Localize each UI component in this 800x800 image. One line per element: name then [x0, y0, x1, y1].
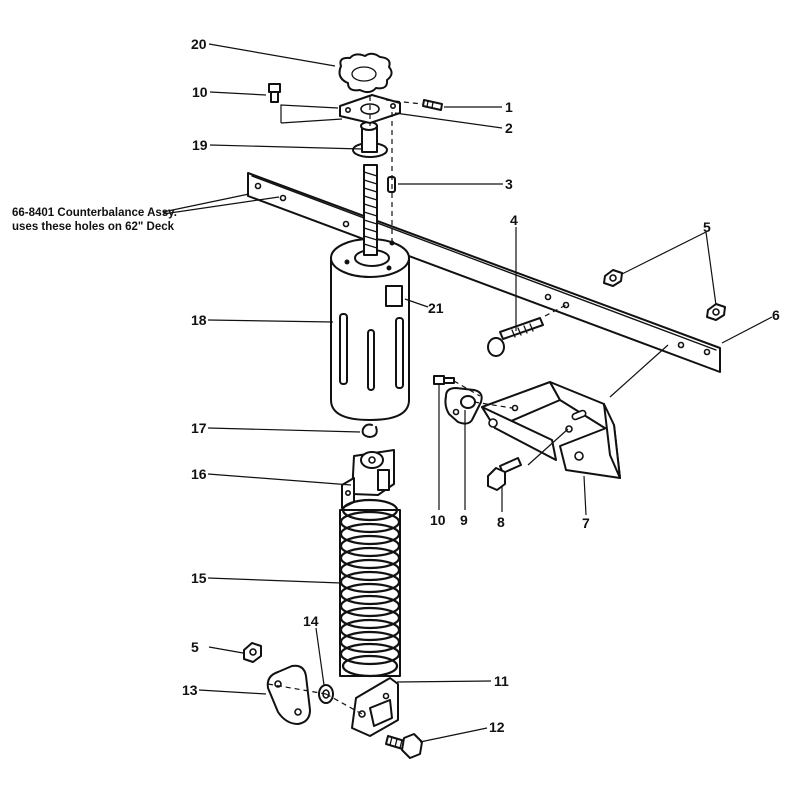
callout-4: 4: [510, 212, 518, 228]
coil-spring-part-15: [339, 498, 401, 678]
callout-15: 15: [191, 570, 207, 586]
counterbalance-tube-part-18: [330, 238, 410, 421]
nut-part-5-bottom: [243, 642, 262, 663]
upper-spring-bracket-part-16: [341, 449, 395, 509]
note-line-2: uses these holes on 62" Deck: [12, 221, 175, 233]
hex-bolt-part-8: [487, 457, 522, 491]
callout-14: 14: [303, 613, 319, 629]
threaded-rod-part-19: [352, 121, 388, 256]
bolt-part-10-side: [433, 375, 455, 385]
callout-17: 17: [191, 420, 207, 436]
callout-5-bottom: 5: [191, 639, 199, 655]
callout-10-side: 10: [430, 512, 446, 528]
callout-labels: 20 10 1 2 19 3 4 5 6 21 18 17 16 10 9 8 …: [182, 36, 780, 735]
callout-2: 2: [505, 120, 513, 136]
callout-7: 7: [582, 515, 590, 531]
callout-21: 21: [428, 300, 444, 316]
callout-12: 12: [489, 719, 505, 735]
callout-5-top: 5: [703, 219, 711, 235]
stud-plate-part-9: [444, 387, 483, 425]
callout-10-top: 10: [192, 84, 208, 100]
mounting-bar-part-6: [247, 172, 721, 373]
callout-3: 3: [505, 176, 513, 192]
leader-lines: [162, 43, 773, 743]
retaining-ring-part-17: [361, 423, 378, 439]
long-bolt-part-4: [487, 317, 544, 357]
assembly-center-lines: [267, 96, 567, 715]
callout-18: 18: [191, 312, 207, 328]
bolt-part-12: [385, 733, 423, 759]
lower-spring-bracket-part-11: [351, 677, 399, 737]
callout-19: 19: [192, 137, 208, 153]
bracket-part-7: [481, 381, 621, 479]
callout-16: 16: [191, 466, 207, 482]
plate-part-13: [266, 664, 311, 725]
star-knob-part-20: [338, 52, 393, 94]
callout-13: 13: [182, 682, 198, 698]
callout-6: 6: [772, 307, 780, 323]
counterbalance-note: 66-8401 Counterbalance Assy. uses these …: [12, 207, 177, 233]
callout-20: 20: [191, 36, 207, 52]
bolt-part-10-top: [268, 83, 281, 103]
nut-part-5-left: [603, 269, 623, 287]
roll-pin-part-1: [422, 99, 443, 111]
callout-8: 8: [497, 514, 505, 530]
callout-9: 9: [460, 512, 468, 528]
callout-1: 1: [505, 99, 513, 115]
callout-11: 11: [494, 673, 509, 689]
note-line-1: 66-8401 Counterbalance Assy.: [12, 207, 177, 219]
nut-part-5-right: [706, 303, 726, 321]
